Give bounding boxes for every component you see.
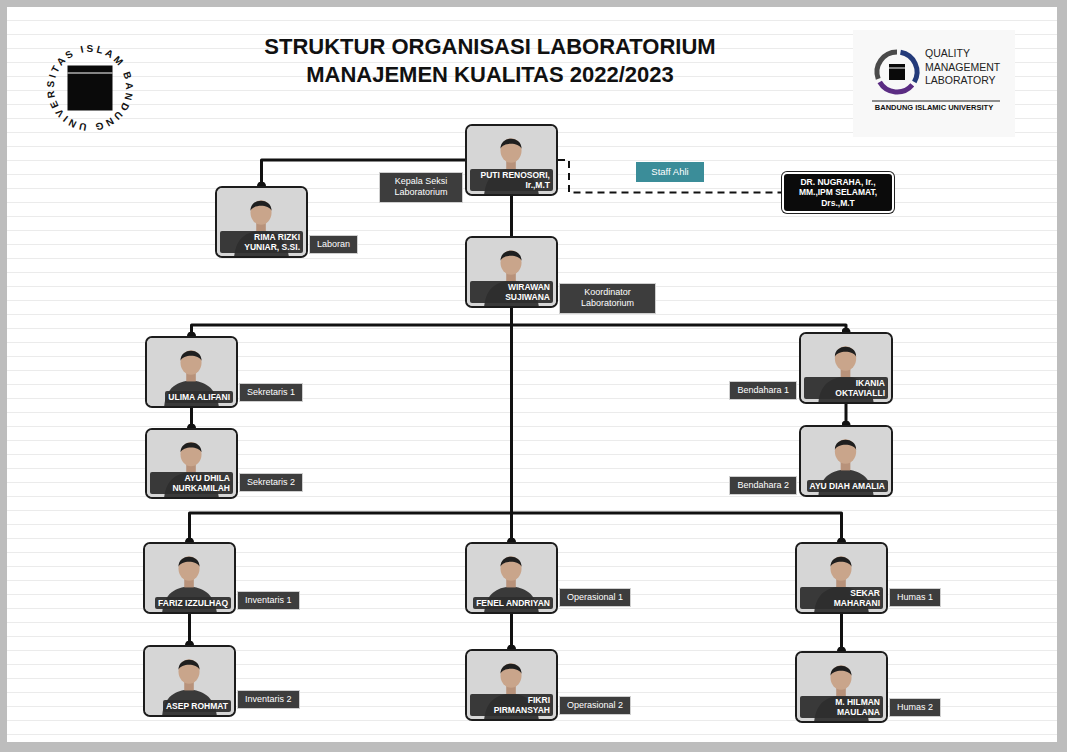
role-tag: Bendahara 1: [729, 381, 797, 400]
logo-subtext: BANDUNG ISLAMIC UNIVERSITY: [858, 103, 1010, 112]
role-tag: Inventaris 1: [237, 591, 300, 610]
person-name: AYU DIAH AMALIA: [807, 480, 888, 492]
person-box: FIKRI PIRMANSYAHOperasional 2: [465, 649, 558, 721]
person-box: FARIZ IZZULHAQInventaris 1: [143, 542, 236, 614]
hierarchy-connector: [190, 408, 193, 428]
person-box: AYU DHILA NURKAMILAHSekretaris 2: [145, 428, 238, 499]
person-box: FENEL ANDRIYANOperasional 1: [465, 542, 558, 614]
advisory-connector: [558, 160, 782, 193]
role-tag: Sekretaris 1: [239, 383, 303, 402]
role-tag: Humas 1: [889, 588, 941, 607]
logo-band: [889, 68, 905, 69]
person-name: WIRAWAN SUJIWANA: [470, 281, 553, 303]
role-tag: Kepala Seksi Laboratorium: [379, 172, 463, 203]
person-box: ULIMA ALIFANISekretaris 1: [145, 336, 238, 408]
person-name: AYU DHILA NURKAMILAH: [150, 472, 233, 494]
advisor-box: DR. NUGRAHA, Ir., MM.,IPM SELAMAT, Drs.,…: [782, 172, 894, 213]
edge-label: Staff Ahli: [636, 162, 704, 182]
role-tag: Humas 2: [889, 698, 941, 717]
person-name: SEKAR MAHARANI: [800, 587, 883, 609]
hierarchy-connector: [510, 196, 513, 236]
chart-title: STRUKTUR ORGANISASI LABORATORIUM MANAJEM…: [200, 33, 780, 89]
person-name: FENEL ANDRIYAN: [473, 597, 553, 609]
person-name: ULIMA ALIFANI: [165, 391, 233, 403]
kaaba-square: [68, 66, 113, 111]
role-tag: Operasional 1: [559, 588, 631, 607]
person-box: IKANIA OKTAVIALLIBendahara 1: [799, 332, 893, 404]
hierarchy-connector: [188, 614, 191, 645]
hierarchy-connector: [510, 614, 513, 649]
hierarchy-connector: [845, 404, 848, 425]
person-box: M. HILMAN MAULANAHumas 2: [795, 651, 888, 723]
hierarchy-connector: [192, 308, 512, 336]
advisor-names: DR. NUGRAHA, Ir., MM.,IPM SELAMAT, Drs.,…: [789, 177, 887, 208]
person-name: RIMA RIZKI YUNIAR, S.SI.: [220, 231, 303, 253]
role-tag: Koordinator Laboratorium: [559, 283, 656, 314]
logo-ring-text: UNIVERSITAS ISLAM BANDUNG: [45, 43, 135, 133]
person-name: ASEP ROHMAT: [163, 700, 231, 712]
logo-arrow: [880, 82, 913, 92]
logo-text: QUALITY MANAGEMENT LABORATORY: [925, 47, 1007, 88]
person-box: ASEP ROHMATInventaris 2: [143, 645, 236, 717]
person-box: PUTI RENOSORI, Ir.,M.TKepala Seksi Labor…: [465, 124, 558, 196]
logo-rule: [872, 101, 1000, 102]
logo-ring-text: UNIVERSITAS ISLAM BANDUNG: [45, 43, 135, 133]
person-name: FIKRI PIRMANSYAH: [470, 694, 553, 716]
person-box: AYU DIAH AMALIABendahara 2: [799, 425, 893, 497]
person-name: PUTI RENOSORI, Ir.,M.T: [470, 169, 553, 191]
person-name: M. HILMAN MAULANA: [800, 696, 883, 718]
person-box: RIMA RIZKI YUNIAR, S.SI.Laboran: [215, 186, 308, 258]
role-tag: Operasional 2: [559, 696, 631, 715]
person-box: SEKAR MAHARANIHumas 1: [795, 542, 888, 614]
role-tag: Sekretaris 2: [239, 473, 303, 492]
role-tag: Bendahara 2: [729, 476, 797, 495]
person-name: FARIZ IZZULHAQ: [155, 597, 231, 609]
person-box: WIRAWAN SUJIWANAKoordinator Laboratorium: [465, 236, 558, 308]
role-tag: Laboran: [309, 235, 358, 254]
kaaba-band: [68, 73, 113, 74]
person-name: IKANIA OKTAVIALLI: [804, 377, 888, 399]
logo-square: [889, 64, 905, 80]
role-tag: Inventaris 2: [237, 690, 300, 709]
hierarchy-connector: [840, 614, 843, 651]
hierarchy-connector: [512, 308, 842, 542]
